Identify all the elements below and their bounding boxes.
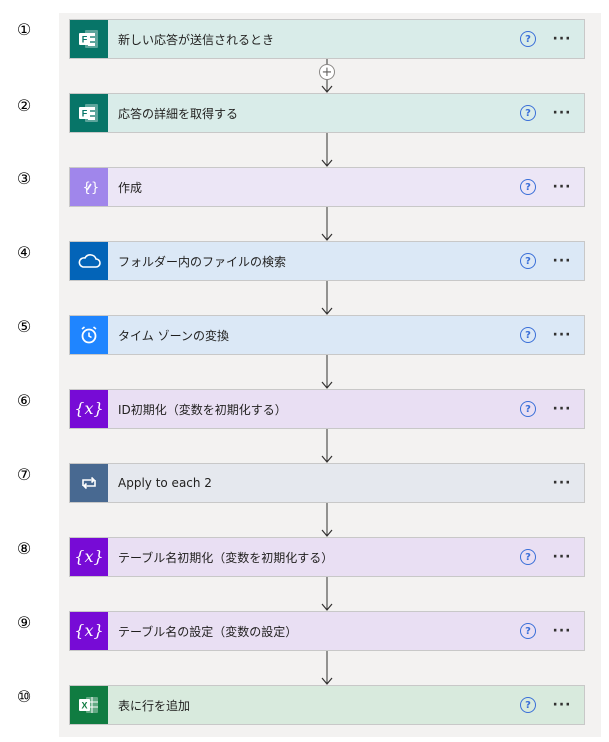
more-options-button[interactable]: ··· xyxy=(552,549,572,565)
alarm-clock-icon xyxy=(70,316,108,354)
action-title: Apply to each 2 xyxy=(118,476,212,490)
add-step-button[interactable]: + xyxy=(319,64,335,80)
help-icon[interactable]: ? xyxy=(520,623,536,639)
svg-text:X: X xyxy=(81,701,87,711)
step-number-3: ③ xyxy=(16,169,32,188)
more-options-button[interactable]: ··· xyxy=(552,697,572,713)
forms-icon: F xyxy=(70,20,108,58)
action-title: タイム ゾーンの変換 xyxy=(118,328,229,343)
onedrive-cloud-icon xyxy=(70,242,108,280)
more-options-button[interactable]: ··· xyxy=(552,623,572,639)
step-number-7: ⑦ xyxy=(16,465,32,484)
svg-text:F: F xyxy=(82,109,88,119)
action-title: 応答の詳細を取得する xyxy=(118,106,239,121)
help-icon[interactable]: ? xyxy=(520,549,536,565)
connector-arrow xyxy=(321,133,333,167)
action-card-initialize-table-name-variable[interactable]: {x} テーブル名初期化（変数を初期化する） ? ··· xyxy=(69,537,585,577)
help-icon[interactable]: ? xyxy=(520,179,536,195)
help-icon[interactable]: ? xyxy=(520,697,536,713)
step-number-5: ⑤ xyxy=(16,317,32,336)
help-icon[interactable]: ? xyxy=(520,31,536,47)
action-title: 新しい応答が送信されるとき xyxy=(118,32,275,47)
loop-icon xyxy=(70,464,108,502)
help-icon[interactable]: ? xyxy=(520,105,536,121)
variable-icon: {x} xyxy=(70,612,108,650)
action-title: テーブル名の設定（変数の設定） xyxy=(118,624,298,639)
more-options-button[interactable]: ··· xyxy=(552,327,572,343)
svg-text:{: { xyxy=(83,181,91,196)
connector-arrow xyxy=(321,207,333,241)
action-card-get-response-details[interactable]: F 応答の詳細を取得する ? ··· xyxy=(69,93,585,133)
action-card-convert-time-zone[interactable]: タイム ゾーンの変換 ? ··· xyxy=(69,315,585,355)
connector-arrow xyxy=(321,651,333,685)
more-options-button[interactable]: ··· xyxy=(552,179,572,195)
svg-text:}: } xyxy=(91,181,99,196)
action-card-compose[interactable]: { } 作成 ? ··· xyxy=(69,167,585,207)
excel-icon: X xyxy=(70,686,108,724)
action-card-apply-to-each[interactable]: Apply to each 2 ··· xyxy=(69,463,585,503)
help-icon[interactable]: ? xyxy=(520,327,536,343)
forms-icon: F xyxy=(70,94,108,132)
more-options-button[interactable]: ··· xyxy=(552,105,572,121)
step-number-1: ① xyxy=(16,20,32,39)
help-icon[interactable]: ? xyxy=(520,401,536,417)
action-card-add-row-to-table[interactable]: X 表に行を追加 ? ··· xyxy=(69,685,585,725)
step-number-8: ⑧ xyxy=(16,539,32,558)
action-title: ID初期化（変数を初期化する） xyxy=(118,402,287,417)
connector-arrow xyxy=(321,577,333,611)
connector-arrow xyxy=(321,429,333,463)
action-card-initialize-id-variable[interactable]: {x} ID初期化（変数を初期化する） ? ··· xyxy=(69,389,585,429)
variable-icon: {x} xyxy=(70,390,108,428)
step-number-2: ② xyxy=(16,96,32,115)
variable-icon: {x} xyxy=(70,538,108,576)
action-card-find-files-in-folder[interactable]: フォルダー内のファイルの検索 ? ··· xyxy=(69,241,585,281)
more-options-button[interactable]: ··· xyxy=(552,401,572,417)
action-card-set-table-name-variable[interactable]: {x} テーブル名の設定（変数の設定） ? ··· xyxy=(69,611,585,651)
more-options-button[interactable]: ··· xyxy=(552,31,572,47)
action-title: 表に行を追加 xyxy=(118,698,191,713)
more-options-button[interactable]: ··· xyxy=(552,253,572,269)
step-number-9: ⑨ xyxy=(16,613,32,632)
action-title: 作成 xyxy=(118,180,143,195)
action-title: テーブル名初期化（変数を初期化する） xyxy=(118,550,334,565)
connector-arrow xyxy=(321,355,333,389)
action-title: フォルダー内のファイルの検索 xyxy=(118,254,287,269)
more-options-button[interactable]: ··· xyxy=(552,475,572,491)
compose-icon: { } xyxy=(70,168,108,206)
action-card-trigger[interactable]: F 新しい応答が送信されるとき ? ··· xyxy=(69,19,585,59)
help-icon[interactable]: ? xyxy=(520,253,536,269)
step-number-10: ⑩ xyxy=(16,687,32,706)
svg-text:F: F xyxy=(82,35,88,45)
connector-arrow xyxy=(321,503,333,537)
step-number-4: ④ xyxy=(16,243,32,262)
connector-arrow xyxy=(321,281,333,315)
plus-icon: + xyxy=(321,64,333,80)
step-number-6: ⑥ xyxy=(16,391,32,410)
